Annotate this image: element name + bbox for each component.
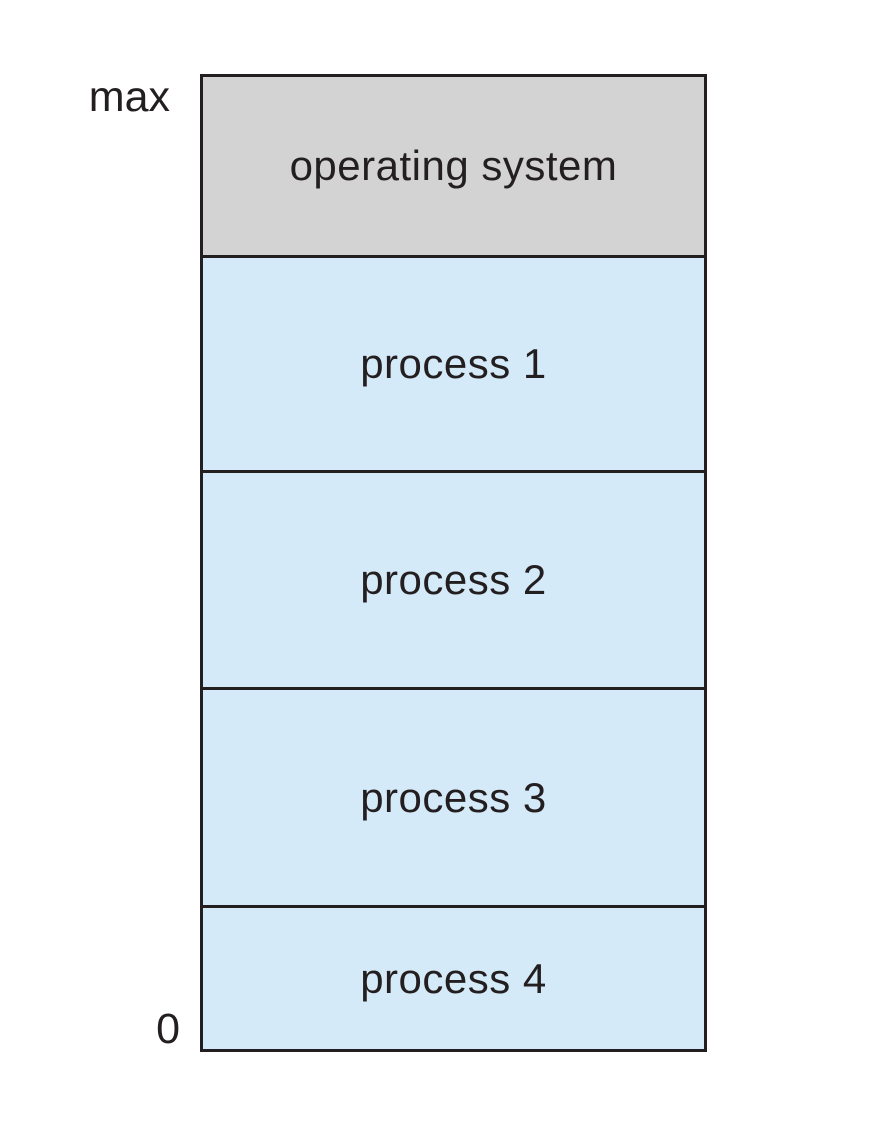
segment-process-1-label: process 1 (360, 340, 547, 387)
segment-operating-system: operating system (203, 77, 704, 258)
segment-process-2-label: process 2 (360, 556, 547, 603)
segment-process-3: process 3 (203, 690, 704, 908)
axis-label-max: max (88, 73, 170, 121)
segment-operating-system-label: operating system (289, 142, 618, 189)
memory-box: operating system process 1 process 2 pro… (200, 74, 707, 1052)
segment-process-1: process 1 (203, 258, 704, 473)
segment-process-2: process 2 (203, 473, 704, 690)
segment-process-4-label: process 4 (360, 954, 547, 1002)
segment-process-4: process 4 (203, 908, 704, 1049)
axis-label-zero: 0 (156, 1005, 180, 1053)
segment-process-3-label: process 3 (360, 773, 547, 821)
